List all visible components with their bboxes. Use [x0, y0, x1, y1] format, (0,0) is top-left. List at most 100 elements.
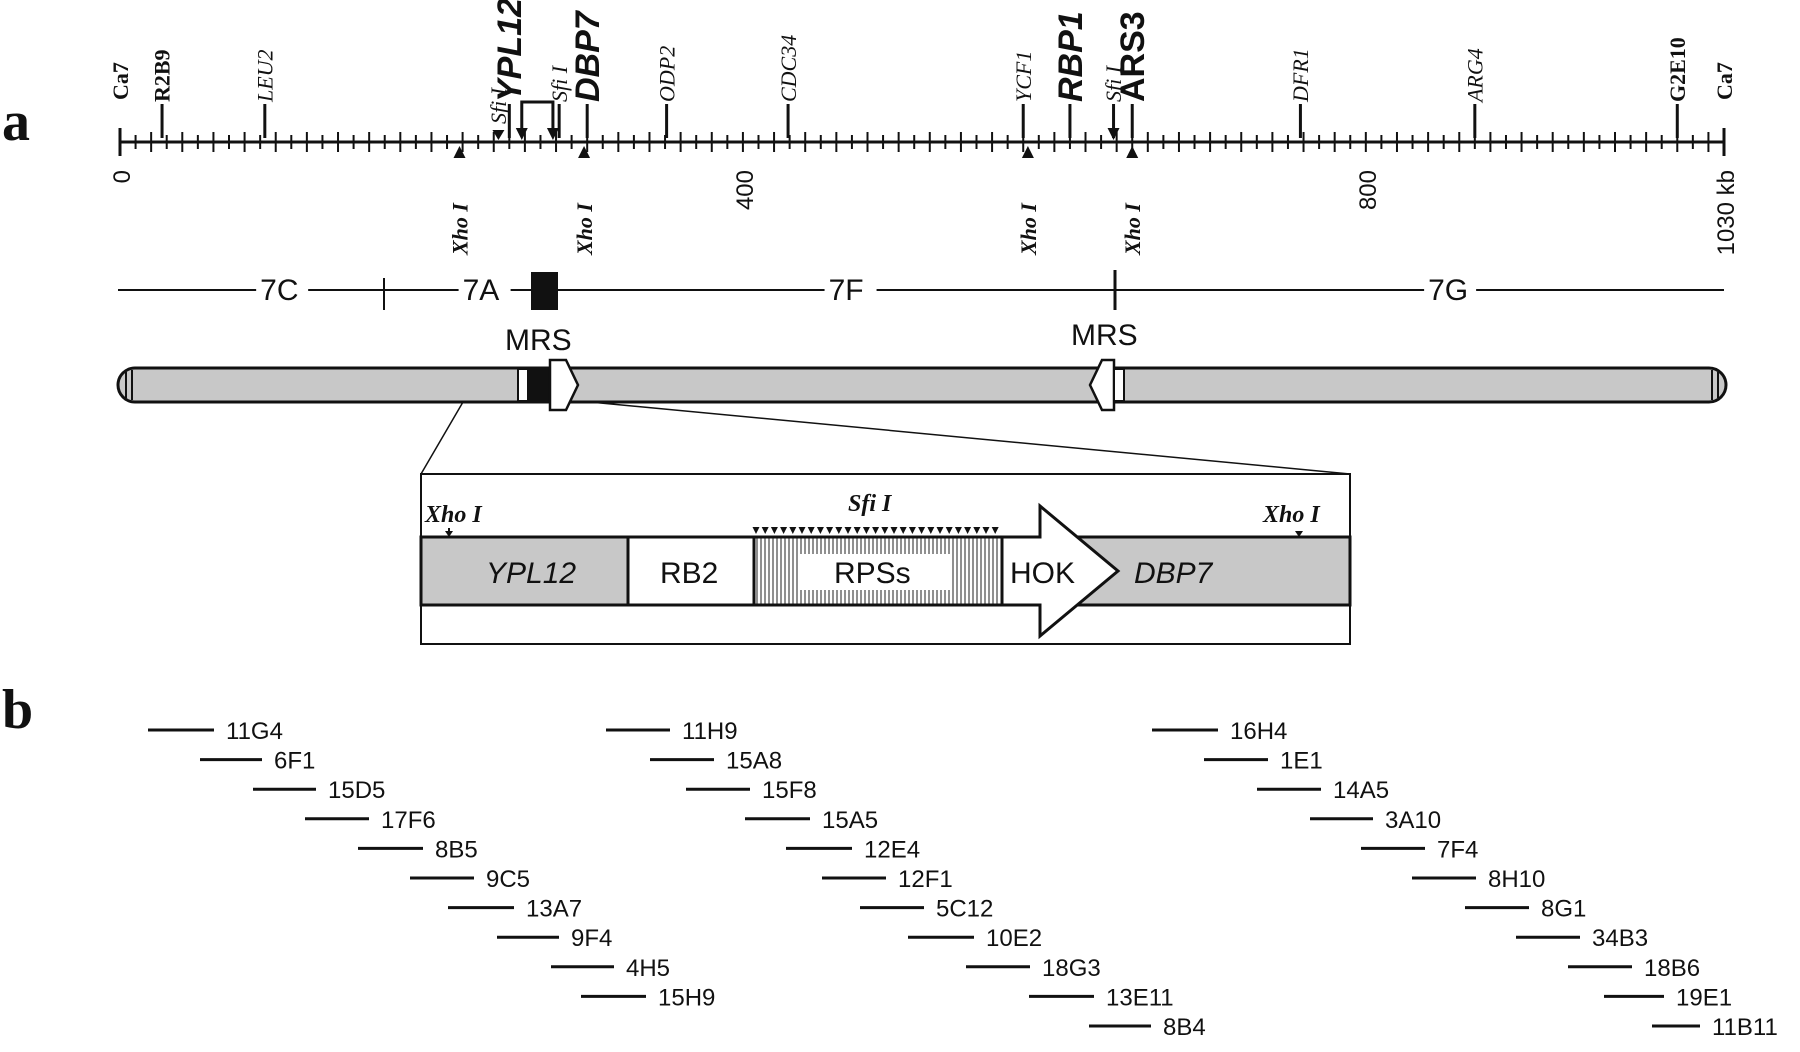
clone-label: 18B6	[1644, 955, 1700, 982]
clone-label: 9C5	[486, 866, 530, 893]
marker-label: G2E10	[1665, 37, 1690, 102]
sfi-site-cluster	[752, 527, 999, 534]
clone-label: 15F8	[762, 777, 817, 804]
clone-label: 15A8	[726, 748, 782, 775]
inset-sfi-label: Sfi I	[848, 491, 893, 517]
clone-label: 11H9	[682, 718, 738, 745]
clone-label: 8H10	[1488, 866, 1545, 893]
clone-label: 11B11	[1712, 1014, 1778, 1041]
clone-label: 14A5	[1333, 777, 1389, 804]
sfi-tick	[936, 527, 944, 534]
sfi-tick	[908, 527, 916, 534]
inset-rpss-label-bg	[800, 554, 950, 590]
fragment-label-7c: 7C	[260, 274, 298, 307]
scale-label: 800	[1355, 170, 1382, 210]
sfi-fragment-map: 7C 7A 7F 7G	[118, 270, 1724, 310]
clone-label: 10E2	[986, 925, 1042, 952]
sfi-bracket	[520, 100, 555, 136]
sfi-tick	[789, 527, 797, 534]
fragment-label-bg	[256, 276, 309, 304]
sfi-tick	[761, 527, 769, 534]
inset-ypl12-segment	[419, 535, 630, 607]
mrs-inset: Xho I Xho I Sfi I YPL12 RB2 RPSs HOK DBP…	[419, 473, 1352, 645]
mrs-label-right: MRS	[1071, 319, 1138, 352]
fragment-label-bg	[458, 276, 511, 304]
inset-rpss-label: RPSs	[834, 557, 911, 590]
fragment-label-bg	[824, 276, 877, 304]
fragment-label-7g: 7G	[1428, 274, 1468, 307]
sfi-tick	[973, 527, 981, 534]
marker-label: Sfi I	[547, 64, 572, 102]
sfi-tick	[826, 527, 834, 534]
fragment-label-bg	[1424, 276, 1477, 304]
marker-label: CDC34	[776, 35, 801, 102]
sfi-tick	[954, 527, 962, 534]
inset-rb2-label: RB2	[660, 557, 718, 590]
sfi-tick	[899, 527, 907, 534]
zoom-line-right	[589, 401, 1351, 475]
fragment-label-7f: 7F	[829, 274, 864, 307]
xho-triangle-right	[1295, 531, 1303, 537]
sfi-tick	[798, 527, 806, 534]
xho-site-triangle	[1021, 146, 1034, 158]
mrs-arrow-right	[548, 358, 580, 412]
xho-site-triangle	[453, 146, 466, 158]
marker-label: Sfi I	[1101, 64, 1126, 102]
inset-hok-label: HOK	[1010, 557, 1075, 590]
scale-label: 400	[732, 170, 759, 210]
sfi-tick	[918, 527, 926, 534]
mrs-label-left: MRS	[505, 324, 572, 357]
sfi-tick	[991, 527, 999, 534]
xho-triangle-left	[445, 531, 453, 537]
xho-site-triangle	[1126, 146, 1139, 158]
xho-site-label: Xho I	[1016, 202, 1041, 256]
sfi-tick	[807, 527, 815, 534]
clone-label: 8B4	[1163, 1014, 1206, 1041]
inset-ypl12-label: YPL12	[486, 557, 576, 590]
xho-site-label: Xho I	[1120, 202, 1145, 256]
clone-label: 15A5	[822, 807, 878, 834]
clone-label: 19E1	[1676, 984, 1732, 1011]
clone-tiling-path: 11G46F115D517F68B59C513A79F44H515H911H91…	[148, 718, 1778, 1041]
clone-label: 13E11	[1106, 984, 1174, 1011]
chromosome-ideogram	[116, 358, 1728, 412]
sfi-tick	[872, 527, 880, 534]
mrs-block-7a	[531, 272, 558, 310]
clone-label: 5C12	[936, 896, 993, 923]
marker-label: LEU2	[253, 49, 278, 103]
clone-label: 34B3	[1592, 925, 1648, 952]
marker-label: Sfi I	[486, 86, 511, 124]
inset-hok-arrow	[1000, 502, 1121, 640]
clone-label: 12E4	[864, 836, 920, 863]
clone-label: 8G1	[1541, 896, 1586, 923]
scale-label: 0	[109, 170, 136, 183]
marker-label: RBP1	[1052, 11, 1090, 102]
marker-label: DBP7	[569, 9, 607, 102]
sfi-tick	[881, 527, 889, 534]
sfi-tick	[780, 527, 788, 534]
marker-label: YCF1	[1011, 51, 1036, 102]
mrs-white-left	[517, 368, 529, 402]
sfi-tick	[752, 527, 760, 534]
clone-label: 6F1	[274, 748, 315, 775]
sfi-tick	[945, 527, 953, 534]
clone-label: 13A7	[526, 896, 582, 923]
sfi-tick	[844, 527, 852, 534]
xho-site-label: Xho I	[572, 202, 597, 256]
clone-label: 7F4	[1437, 836, 1478, 863]
scale-label: 1030 kb	[1713, 170, 1740, 255]
sfi-tick	[982, 527, 990, 534]
mrs-black-left	[528, 369, 550, 401]
sfi-tick	[927, 527, 935, 534]
clone-label: 16H4	[1230, 718, 1287, 745]
sfi-tick	[816, 527, 824, 534]
clone-label: 15H9	[658, 984, 715, 1011]
clone-label: 9F4	[571, 925, 612, 952]
chromosome-end-label: Ca7	[108, 62, 133, 100]
fragment-label-7a: 7A	[463, 274, 500, 307]
panel-label-b: b	[2, 679, 33, 741]
sfi-tick	[890, 527, 898, 534]
